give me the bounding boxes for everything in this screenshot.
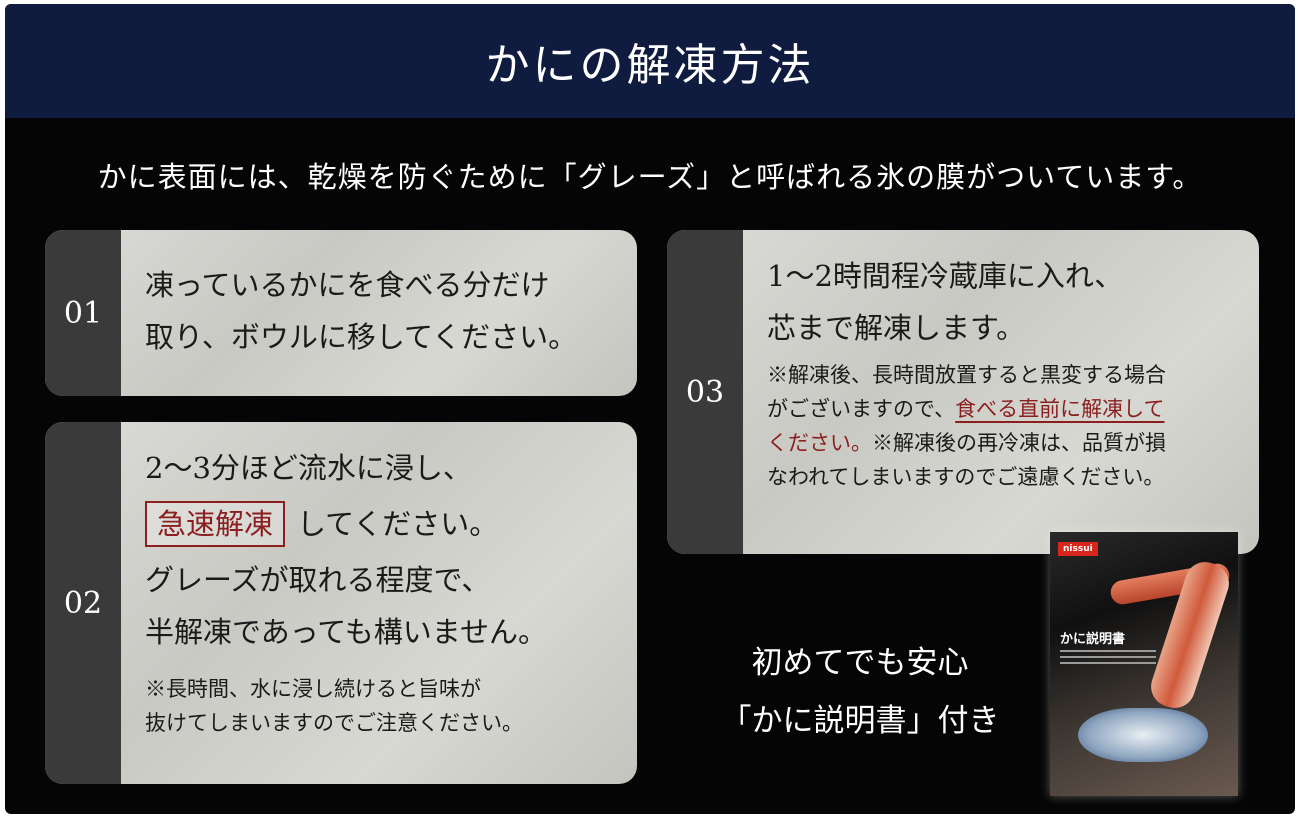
step-text-fragment: してください。	[297, 507, 499, 541]
step-text-line: 急速解凍してください。	[145, 494, 547, 554]
step-text-line: 取り、ボウルに移してください。	[145, 320, 578, 354]
step-note-line: 抜けてしまいますのでご注意ください。	[145, 711, 523, 735]
emphasis-text: 食べる直前に解凍して	[955, 397, 1165, 421]
booklet-text-lines	[1060, 650, 1156, 668]
crab-manual-booklet-image: nissui かに説明書	[1050, 532, 1238, 796]
booklet-title: かに説明書	[1060, 632, 1126, 647]
step-number: 03	[667, 230, 743, 554]
step-text-line: 凍っているかにを食べる分だけ	[145, 268, 550, 302]
header-banner: かにの解凍方法	[5, 4, 1295, 118]
step-note-line: ※解凍後、長時間放置すると黒変する場合	[767, 363, 1166, 387]
manual-promo-line: 「かに説明書」付き	[720, 703, 1000, 739]
step-note-line: ※長時間、水に浸し続けると旨味が	[145, 677, 481, 701]
step-number: 01	[45, 230, 121, 396]
step-card-03: 03 1〜2時間程冷蔵庫に入れ、 芯まで解凍します。 ※解凍後、長時間放置すると…	[667, 230, 1259, 554]
step-note-line: がございますので、食べる直前に解凍して	[767, 392, 1166, 426]
step-body: 1〜2時間程冷蔵庫に入れ、 芯まで解凍します。 ※解凍後、長時間放置すると黒変す…	[743, 230, 1166, 554]
highlight-box: 急速解凍	[145, 501, 286, 547]
manual-promo: 初めてでも安心 「かに説明書」付き	[670, 634, 1050, 750]
page-title: かにの解凍方法	[485, 40, 815, 91]
step-text-line: 半解凍であっても構いません。	[145, 615, 547, 649]
emphasis-text: ください。	[767, 431, 872, 455]
step-number: 02	[45, 422, 121, 784]
step-note-line: ください。※解凍後の再冷凍は、品質が損	[767, 426, 1166, 460]
step-body: 凍っているかにを食べる分だけ 取り、ボウルに移してください。	[121, 230, 577, 396]
intro-text: かに表面には、乾燥を防ぐために「グレーズ」と呼ばれる氷の膜がついています。	[97, 160, 1203, 194]
brand-logo: nissui	[1058, 542, 1098, 556]
step-card-01: 01 凍っているかにを食べる分だけ 取り、ボウルに移してください。	[45, 230, 637, 396]
step-text-line: グレーズが取れる程度で、	[145, 563, 491, 597]
step-note-line: なわれてしまいますのでご遠慮ください。	[767, 465, 1165, 489]
step-note-fragment: がございますので、	[767, 397, 956, 421]
step-body: 2〜3分ほど流水に浸し、 急速解凍してください。 グレーズが取れる程度で、 半解…	[121, 422, 547, 784]
step-card-02: 02 2〜3分ほど流水に浸し、 急速解凍してください。 グレーズが取れる程度で、…	[45, 422, 637, 784]
page-frame: かにの解凍方法 かに表面には、乾燥を防ぐために「グレーズ」と呼ばれる氷の膜がつい…	[5, 4, 1295, 814]
step-text-line: 1〜2時間程冷蔵庫に入れ、	[767, 259, 1124, 293]
manual-promo-line: 初めてでも安心	[751, 645, 969, 681]
step-text-line: 芯まで解凍します。	[767, 311, 1026, 345]
step-note-fragment: ※解凍後の再冷凍は、品質が損	[872, 431, 1166, 455]
bowl-illustration	[1078, 708, 1208, 762]
step-text-line: 2〜3分ほど流水に浸し、	[145, 451, 472, 485]
